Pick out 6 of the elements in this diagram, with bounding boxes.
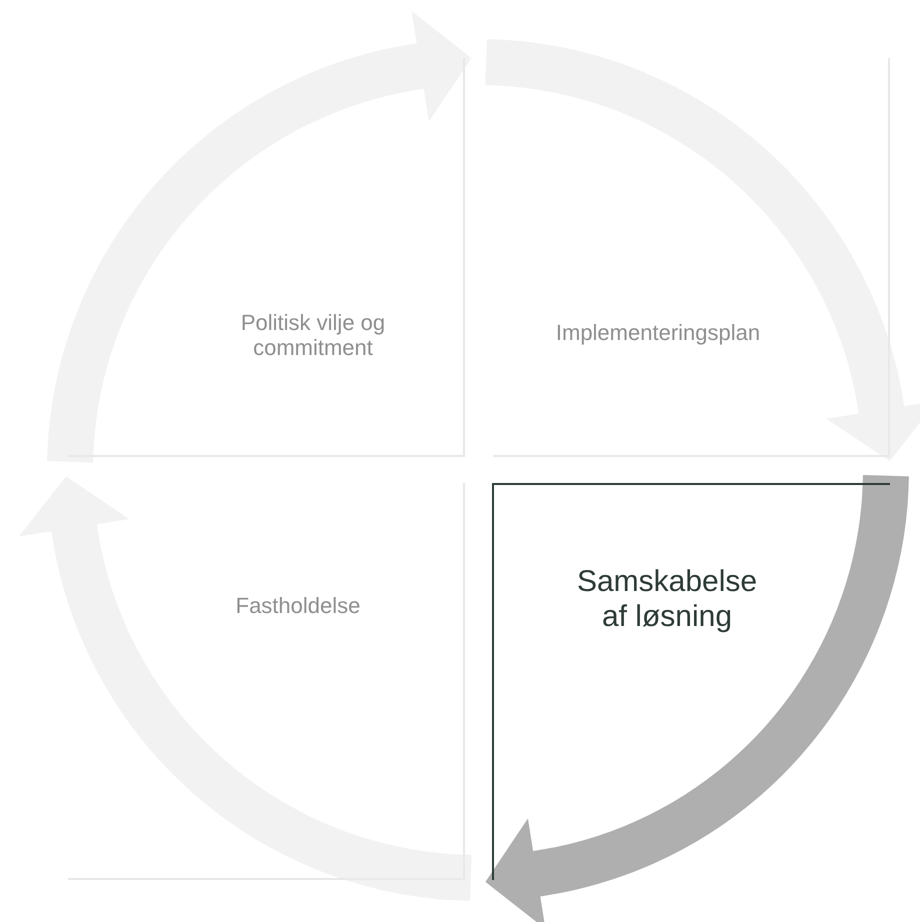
- step-label: Implementeringsplan: [554, 320, 762, 346]
- step-label: Samskabelse af løsning: [576, 565, 758, 634]
- step-label: Fastholdelse: [234, 593, 362, 618]
- active-quadrant: [492, 483, 890, 880]
- step-label: Politisk vilje og commitment: [240, 310, 386, 361]
- cycle-arrow: [485, 474, 909, 922]
